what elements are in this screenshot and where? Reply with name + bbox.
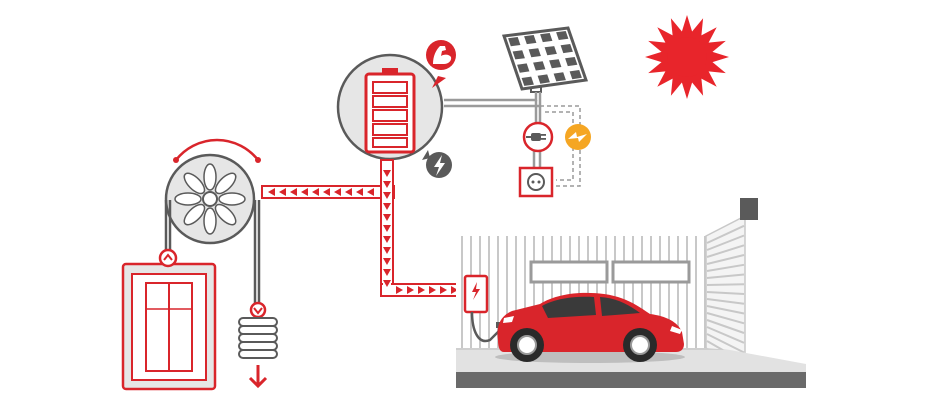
- fan-blade: [183, 203, 206, 226]
- flow-arrow: [383, 280, 391, 287]
- flow-arrow: [383, 247, 391, 254]
- elevator-icon: [121, 248, 217, 391]
- weight-disc: [238, 341, 278, 351]
- solar-cell: [508, 37, 521, 47]
- door-slat: [706, 224, 745, 244]
- door-slat: [706, 234, 745, 251]
- strong-arm-icon: [426, 40, 456, 88]
- flow-arrow: [312, 188, 319, 196]
- flow-arrow: [383, 225, 391, 232]
- door-slat: [706, 298, 745, 305]
- door-slat: [706, 333, 745, 354]
- flow-arrow: [383, 214, 391, 221]
- flow-arrow: [383, 181, 391, 188]
- door-slat: [706, 305, 745, 315]
- solar-cell: [524, 35, 537, 45]
- flow-arrow: [383, 236, 391, 243]
- door-slat: [706, 254, 745, 265]
- flow-arrow: [396, 286, 403, 294]
- flow-arrow: [429, 286, 436, 294]
- ev-charger-icon: [463, 274, 504, 343]
- weight-disc: [238, 349, 278, 359]
- flow-arrow: [323, 188, 330, 196]
- solar-panel-icon: [501, 26, 589, 93]
- flow-arrow: [451, 286, 458, 294]
- fan-blade: [214, 203, 237, 226]
- weight-disc: [238, 317, 278, 327]
- flow-arrow: [407, 286, 414, 294]
- door-slat: [706, 244, 745, 258]
- weight-disc: [238, 325, 278, 335]
- electric-car-icon: [495, 292, 685, 363]
- flow-arrow: [383, 258, 391, 265]
- flow-arrow: [356, 188, 363, 196]
- flow-arrow: [383, 269, 391, 276]
- flow-arrow: [440, 286, 447, 294]
- lightning-bolt-icon: [422, 150, 452, 178]
- flow-arrow: [383, 203, 391, 210]
- counterweight-icon: [238, 301, 278, 359]
- flow-arrow: [279, 188, 286, 196]
- door-slat: [706, 291, 745, 295]
- solar-wire: [444, 92, 542, 172]
- door-slat: [706, 312, 745, 325]
- door-slat: [706, 319, 745, 334]
- door-slat: [706, 283, 745, 286]
- flow-arrow: [383, 192, 391, 199]
- flow-arrow: [418, 286, 425, 294]
- fan-blade: [218, 192, 246, 206]
- door-slat: [706, 326, 745, 344]
- down-arrow-icon: [248, 365, 268, 389]
- flow-arrow: [334, 188, 341, 196]
- solar-cell: [556, 31, 569, 40]
- battery-hub: [336, 53, 444, 161]
- solar-cell: [565, 57, 578, 67]
- solar-cell: [517, 63, 530, 73]
- solar-cell: [549, 59, 562, 69]
- battery-icon: [364, 68, 416, 154]
- sun-icon: [645, 15, 729, 99]
- flow-arrow: [268, 188, 275, 196]
- solar-cell: [512, 50, 525, 60]
- solar-cell: [533, 61, 546, 71]
- solar-cell: [540, 33, 553, 43]
- door-slat: [706, 263, 745, 272]
- solar-cell: [569, 70, 582, 80]
- plug-icon: [522, 121, 554, 153]
- fan-blade: [174, 192, 202, 206]
- solar-cell: [521, 76, 534, 86]
- grid-power-icon: [565, 124, 591, 150]
- fan-blade: [203, 163, 217, 191]
- fan-blade: [183, 172, 206, 195]
- flow-arrow: [383, 170, 391, 177]
- flow-arrow: [367, 188, 374, 196]
- flywheel-icon: [164, 138, 261, 245]
- solar-cell: [553, 72, 566, 82]
- flow-arrow: [301, 188, 308, 196]
- solar-cell: [560, 44, 573, 54]
- weight-disc: [238, 333, 278, 343]
- solar-cell: [537, 74, 550, 84]
- power-socket-icon: [518, 166, 554, 198]
- fan-blade: [203, 207, 217, 235]
- solar-cell: [528, 48, 541, 58]
- flow-arrow: [345, 188, 352, 196]
- door-slat: [706, 273, 745, 279]
- solar-cell: [544, 46, 557, 56]
- energy-flow-lines: [261, 159, 470, 297]
- fan-blade: [214, 172, 237, 195]
- flow-arrow: [290, 188, 297, 196]
